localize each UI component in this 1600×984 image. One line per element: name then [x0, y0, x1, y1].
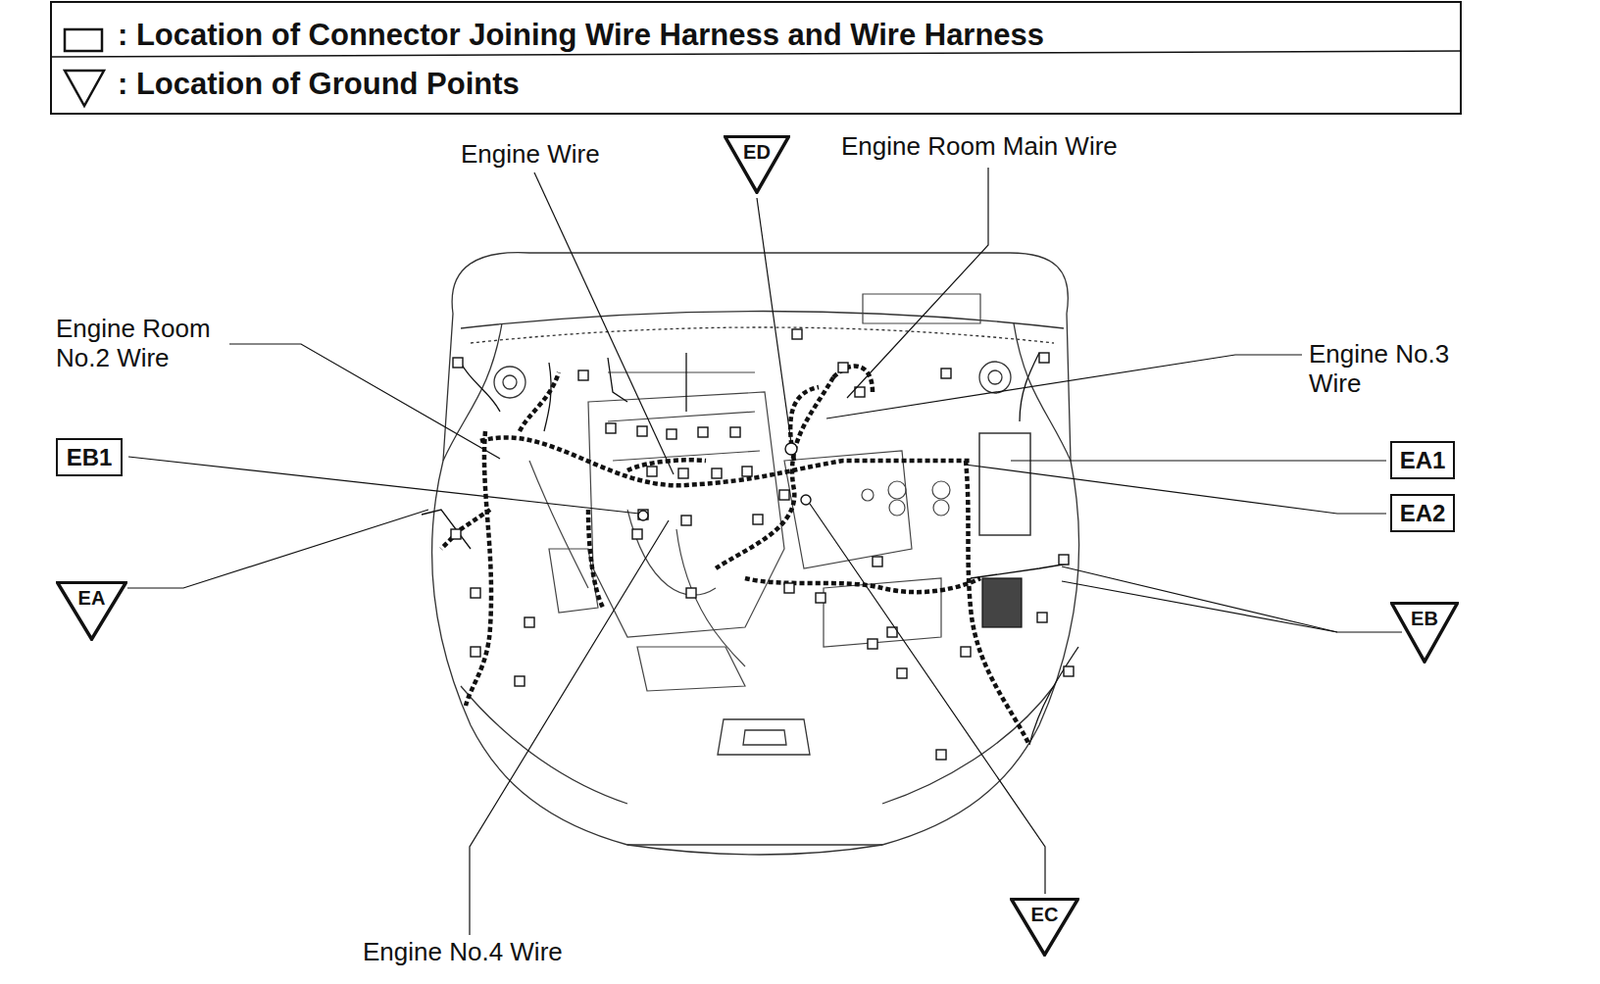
connector-code: EA1: [1400, 447, 1447, 475]
engine-outline: [529, 294, 981, 692]
fuse-block: [982, 578, 1022, 628]
legend-text: : Location of Ground Points: [117, 66, 520, 102]
leader-line: [127, 167, 1402, 936]
connector-code-box: EA2: [1390, 494, 1455, 533]
connector-code: EB1: [66, 444, 113, 472]
legend-text: : Location of Connector Joining Wire Har…: [117, 17, 1045, 53]
wire-harness: [441, 366, 1030, 746]
ground-point-triangle: EA: [55, 581, 128, 642]
harness-name: Engine No.4 Wire: [362, 937, 563, 967]
ground-code: EB: [1390, 607, 1459, 630]
ground-point-triangle: ED: [723, 135, 791, 195]
harness-branches: [421, 352, 1079, 746]
ground-code: EA: [55, 587, 128, 609]
ground-code: ED: [723, 141, 791, 163]
harness-name: Engine Room No.2 Wire: [55, 313, 238, 373]
ground-code: EC: [1009, 903, 1080, 926]
connector-code-box: EA1: [1390, 441, 1455, 480]
connector-code-box: EB1: [55, 438, 123, 477]
legend-frame: [50, 1, 1461, 114]
connector-symbol: [64, 29, 102, 51]
harness-name: Engine Wire: [460, 139, 600, 169]
ground-point-triangle: EC: [1009, 898, 1080, 957]
vehicle-body: [432, 252, 1080, 855]
hoses: [861, 481, 950, 516]
harness-name: Engine No.3 Wire: [1308, 339, 1466, 399]
harness-name: Engine Room Main Wire: [841, 131, 1118, 161]
connector: [450, 329, 1074, 760]
ground-point-triangle: EB: [1390, 601, 1459, 664]
battery: [979, 433, 1031, 536]
ground-symbol: [64, 70, 104, 106]
connector-code: EA2: [1400, 500, 1447, 528]
